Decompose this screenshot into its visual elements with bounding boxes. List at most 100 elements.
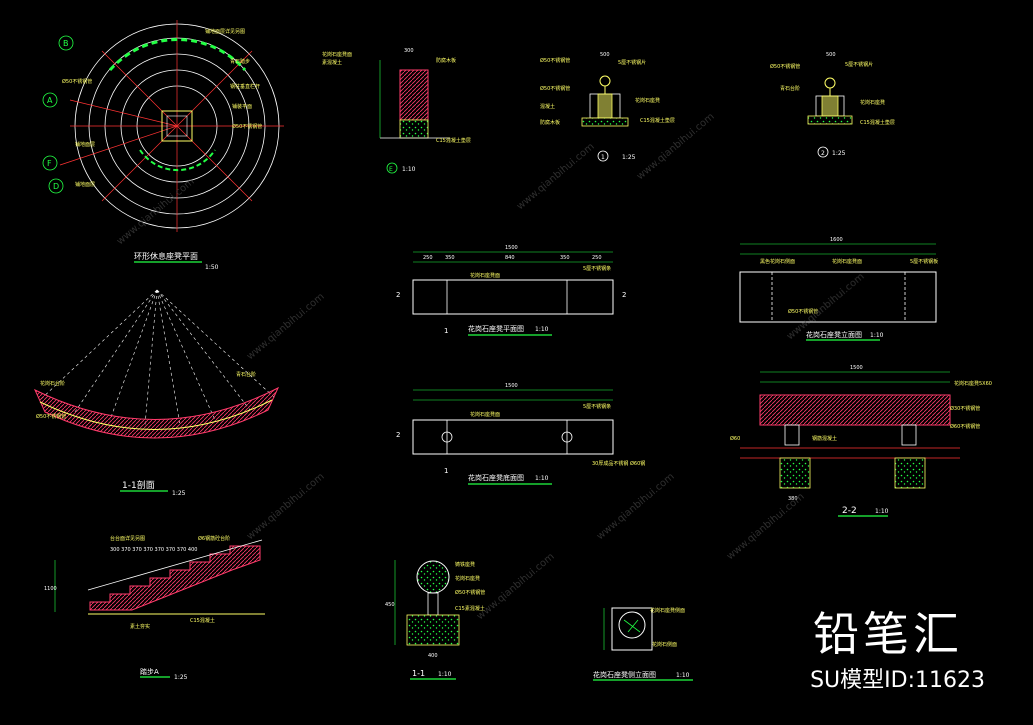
svg-text:铺地面层: 铺地面层 (75, 181, 95, 188)
svg-text:花岗石座凳面: 花岗石座凳面 (322, 51, 352, 58)
svg-text:1: 1 (601, 154, 605, 161)
svg-text:1: 1 (444, 327, 448, 335)
svg-text:250: 250 (423, 255, 433, 261)
svg-text:E: E (389, 166, 393, 173)
svg-text:铺地面层详见另图: 铺地面层详见另图 (205, 28, 245, 35)
stair-a-view: 台台面详见另图 Ø6钢筋砼台阶 素土夯实 C15混凝土 300 370 370 … (44, 535, 265, 681)
svg-text:1500: 1500 (505, 383, 518, 389)
svg-text:花岗石座凳: 花岗石座凳 (455, 575, 480, 582)
svg-text:C15素混凝土: C15素混凝土 (455, 605, 485, 612)
svg-text:防腐木板: 防腐木板 (540, 119, 560, 126)
watermark-layer: www.qianbihui.com www.qianbihui.com www.… (115, 111, 867, 622)
brand-logo-text: 铅笔汇 (813, 607, 963, 661)
svg-text:1-1: 1-1 (412, 669, 425, 678)
svg-text:花岗石台阶: 花岗石台阶 (40, 380, 65, 387)
svg-text:C15混凝土垫层: C15混凝土垫层 (436, 137, 471, 144)
svg-text:青石台阶: 青石台阶 (780, 85, 800, 92)
svg-text:铺装平面: 铺装平面 (232, 103, 252, 110)
svg-text:青石台阶: 青石台阶 (236, 371, 256, 378)
svg-text:250: 250 (592, 255, 602, 261)
svg-text:1500: 1500 (505, 245, 518, 251)
svg-text:素混凝土: 素混凝土 (322, 59, 342, 66)
svg-text:花岗石座凳面: 花岗石座凳面 (470, 272, 500, 279)
svg-text:踏步A: 踏步A (140, 667, 159, 676)
section-22-view: 1500 花岗石座凳5X60 Ø30不锈钢管 Ø60不锈钢管 钢筋混凝土 Ø60… (730, 365, 992, 517)
svg-text:Ø50不锈钢管: Ø50不锈钢管 (540, 85, 570, 92)
svg-text:www.qianbihui.com: www.qianbihui.com (245, 291, 327, 362)
model-id-label: SU模型ID:11623 (810, 668, 985, 693)
svg-text:1:10: 1:10 (870, 332, 884, 339)
svg-text:花岗石座凳: 花岗石座凳 (635, 97, 660, 104)
bench-bottom-view: 1500 花岗石座凳面 5厘不锈钢条 30厚成品不锈钢 Ø60钢 2 1 花岗石… (396, 383, 645, 485)
svg-text:1: 1 (444, 467, 448, 475)
svg-text:450: 450 (385, 602, 395, 608)
svg-text:www.qianbihui.com: www.qianbihui.com (595, 471, 677, 542)
detail-1-view: 500 5厘不锈钢片 Ø50不锈钢管 Ø50不锈钢管 混凝土 防腐木板 花岗石座… (540, 52, 675, 162)
svg-text:1:25: 1:25 (174, 674, 188, 681)
svg-text:500: 500 (826, 52, 836, 58)
svg-text:1600: 1600 (830, 237, 843, 243)
svg-text:黑色花岗石侧面: 黑色花岗石侧面 (760, 258, 795, 265)
svg-text:300: 300 (404, 48, 414, 54)
svg-text:5厘不锈钢板: 5厘不锈钢板 (910, 258, 938, 265)
svg-text:Ø60: Ø60 (730, 435, 740, 442)
svg-text:1:10: 1:10 (875, 508, 889, 515)
svg-text:花岗石座凳5X60: 花岗石座凳5X60 (954, 380, 992, 387)
svg-text:1:10: 1:10 (676, 672, 690, 679)
svg-text:1:10: 1:10 (535, 475, 549, 482)
ring-plan-view: B A F D 铺地面层详见另图 青石踏步 钢柱垂直栏杆 铺装平面 Ø50不锈钢… (42, 20, 284, 271)
svg-text:1500: 1500 (850, 365, 863, 371)
svg-text:1:25: 1:25 (172, 490, 186, 497)
svg-text:Ø30不锈钢管: Ø30不锈钢管 (950, 405, 980, 412)
svg-text:花岗石座凳: 花岗石座凳 (860, 99, 885, 106)
svg-text:钢柱垂直栏杆: 钢柱垂直栏杆 (230, 83, 260, 90)
svg-text:Ø50不锈钢管: Ø50不锈钢管 (770, 63, 800, 70)
svg-text:B: B (63, 39, 69, 48)
svg-text:Ø50不锈钢管: Ø50不锈钢管 (232, 123, 262, 130)
svg-text:素土夯实: 素土夯实 (130, 623, 150, 630)
svg-text:1:25: 1:25 (622, 154, 636, 161)
arc-section-view: 花岗石台阶 Ø50不锈钢管 青石台阶 1-1剖面 1:25 (33, 289, 280, 497)
svg-text:2: 2 (622, 291, 626, 299)
svg-text:5厘不锈钢片: 5厘不锈钢片 (845, 61, 873, 68)
svg-text:C15混凝土: C15混凝土 (190, 617, 215, 624)
svg-text:1:10: 1:10 (402, 166, 416, 173)
svg-text:840: 840 (505, 255, 515, 261)
svg-text:500: 500 (600, 52, 610, 58)
svg-text:Ø50不锈钢管: Ø50不锈钢管 (455, 589, 485, 596)
svg-text:1:25: 1:25 (832, 150, 846, 157)
svg-text:花岗石座凳侧立面图: 花岗石座凳侧立面图 (593, 670, 656, 679)
svg-text:花岗石座凳底面图: 花岗石座凳底面图 (468, 473, 524, 482)
svg-text:Ø6钢筋砼台阶: Ø6钢筋砼台阶 (198, 535, 230, 542)
svg-text:花岗石座凳平面图: 花岗石座凳平面图 (468, 324, 524, 333)
svg-text:5厘不锈钢条: 5厘不锈钢条 (583, 403, 611, 410)
svg-text:1-1剖面: 1-1剖面 (122, 479, 155, 491)
svg-text:Ø50不锈钢管: Ø50不锈钢管 (62, 78, 92, 85)
svg-text:Ø50不锈钢管: Ø50不锈钢管 (788, 308, 818, 315)
bench-elevation-view: 1600 黑色花岗石侧面 花岗石座凳面 5厘不锈钢板 Ø50不锈钢管 花岗石座凳… (739, 237, 938, 341)
bench-side-view: 花岗石座凳侧面 花岗石侧面 花岗石座凳侧立面图 1:10 (593, 607, 693, 681)
small-section-11-view: 450 400 铸铁座凳 花岗石座凳 Ø50不锈钢管 C15素混凝土 1-1 1… (385, 560, 485, 680)
svg-text:花岗石座凳立面图: 花岗石座凳立面图 (806, 330, 862, 339)
svg-text:2-2: 2-2 (842, 506, 857, 516)
svg-text:30厚成品不锈钢 Ø60钢: 30厚成品不锈钢 Ø60钢 (592, 460, 645, 467)
svg-text:1:10: 1:10 (535, 326, 549, 333)
svg-text:1:50: 1:50 (205, 264, 219, 271)
svg-text:C15混凝土垫层: C15混凝土垫层 (860, 119, 895, 126)
svg-text:台台面详见另图: 台台面详见另图 (110, 535, 145, 542)
svg-text:2: 2 (396, 291, 400, 299)
svg-text:Ø50不锈钢管: Ø50不锈钢管 (540, 57, 570, 64)
svg-text:www.qianbihui.com: www.qianbihui.com (725, 491, 807, 562)
svg-text:Ø50不锈钢管: Ø50不锈钢管 (36, 413, 66, 420)
svg-text:花岗石座凳侧面: 花岗石座凳侧面 (650, 607, 685, 614)
svg-text:防腐木板: 防腐木板 (436, 57, 456, 64)
svg-text:www.qianbihui.com: www.qianbihui.com (245, 471, 327, 542)
svg-text:D: D (53, 182, 59, 191)
detail-2-view: 500 5厘不锈钢片 Ø50不锈钢管 青石台阶 花岗石座凳 C15混凝土垫层 2… (770, 52, 895, 158)
svg-text:350: 350 (560, 255, 570, 261)
svg-text:C15混凝土垫层: C15混凝土垫层 (640, 117, 675, 124)
svg-text:5厘不锈钢条: 5厘不锈钢条 (583, 265, 611, 272)
